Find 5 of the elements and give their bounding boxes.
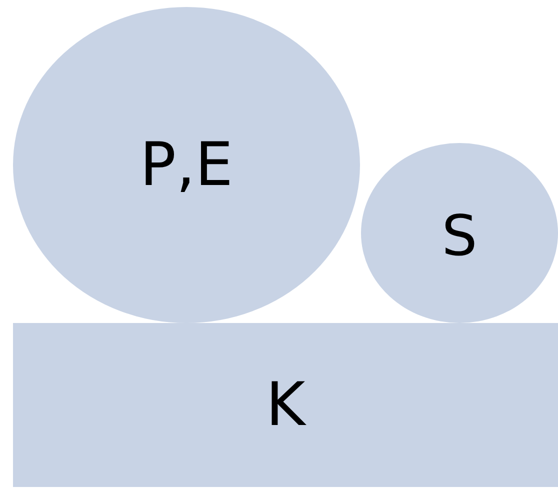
node-label: P,E <box>140 135 234 195</box>
node-label: K <box>266 375 306 435</box>
rectangle-shape <box>13 323 558 487</box>
ellipse-shape <box>361 143 558 323</box>
node-label: S <box>442 203 478 265</box>
